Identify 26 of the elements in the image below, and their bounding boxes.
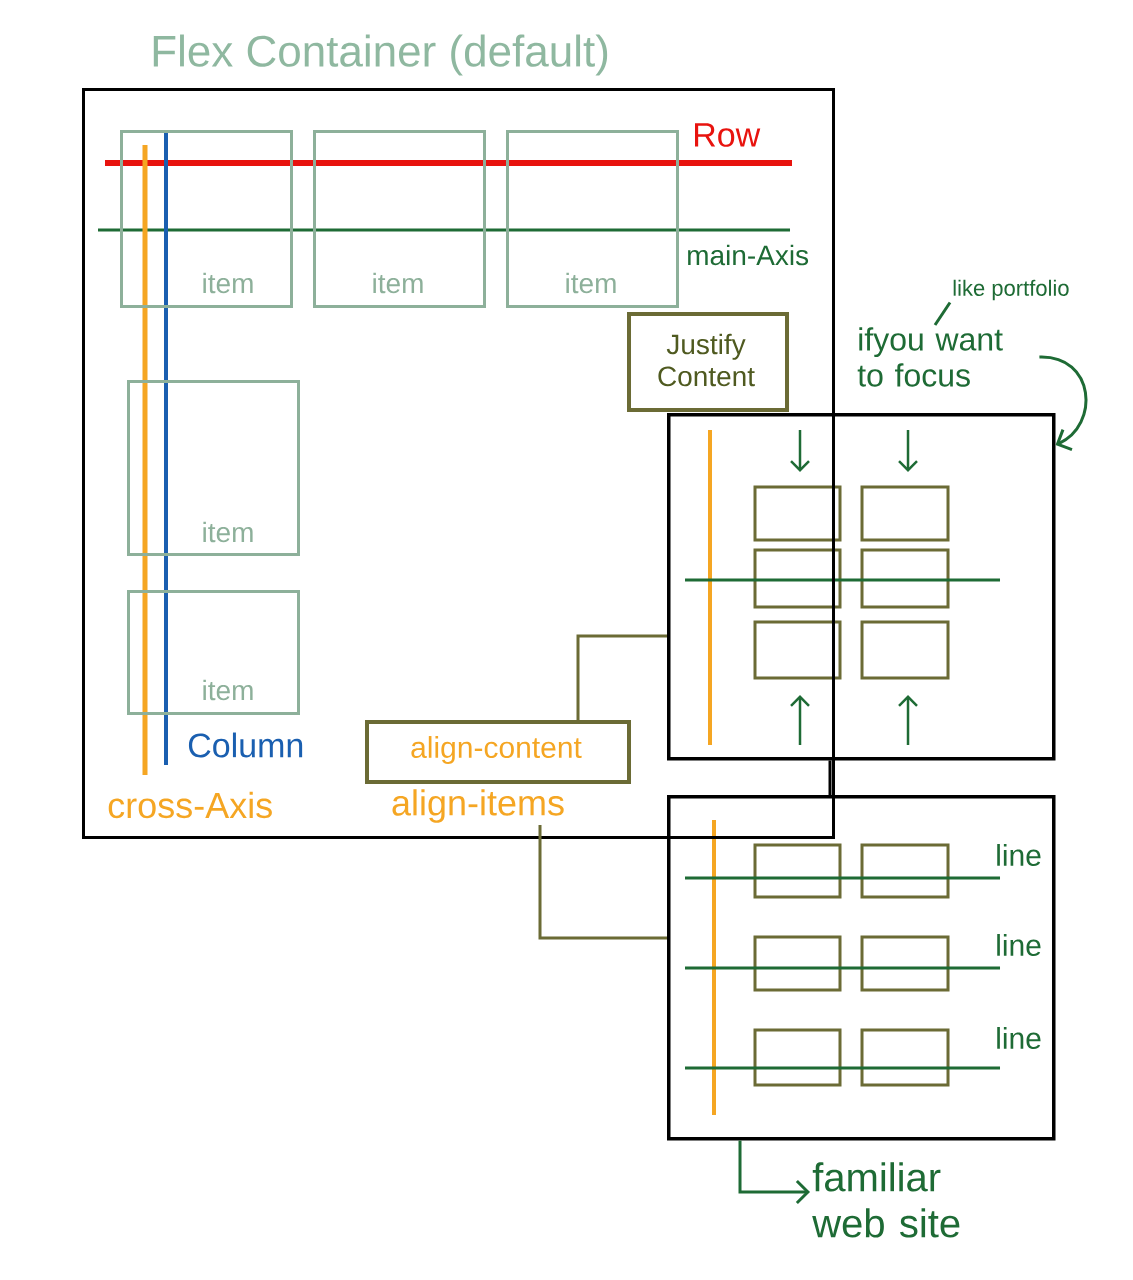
connector-line	[738, 1140, 810, 1205]
property-name: align-content	[411, 736, 582, 764]
item-label: item	[203, 521, 253, 543]
item-label: item	[203, 272, 253, 294]
example-panel	[667, 413, 1056, 761]
connector-line	[828, 760, 832, 795]
note-text: familiar web site	[812, 1162, 960, 1238]
axis-label: main-Axis	[688, 244, 809, 266]
line-label: line	[997, 844, 1041, 867]
item-label: item	[373, 272, 423, 294]
line-label: line	[997, 1027, 1041, 1050]
property-name: Justify Content	[658, 333, 755, 387]
axis-label: Row	[695, 123, 761, 147]
connector-line	[1039, 355, 1088, 452]
title: Flex Container (default)	[153, 34, 608, 76]
note-text: like portfolio	[953, 279, 1069, 301]
item-label: item	[203, 679, 253, 701]
axis-label: cross-Axis	[108, 791, 272, 819]
property-name: align-items	[392, 789, 564, 823]
axis-label: Column	[188, 732, 303, 758]
connector-line	[576, 634, 667, 720]
note-text: ifyou want to focus	[857, 327, 1003, 387]
item-label: item	[566, 272, 616, 294]
connector-line	[538, 825, 667, 940]
connector-line	[933, 301, 952, 326]
line-label: line	[997, 934, 1041, 957]
